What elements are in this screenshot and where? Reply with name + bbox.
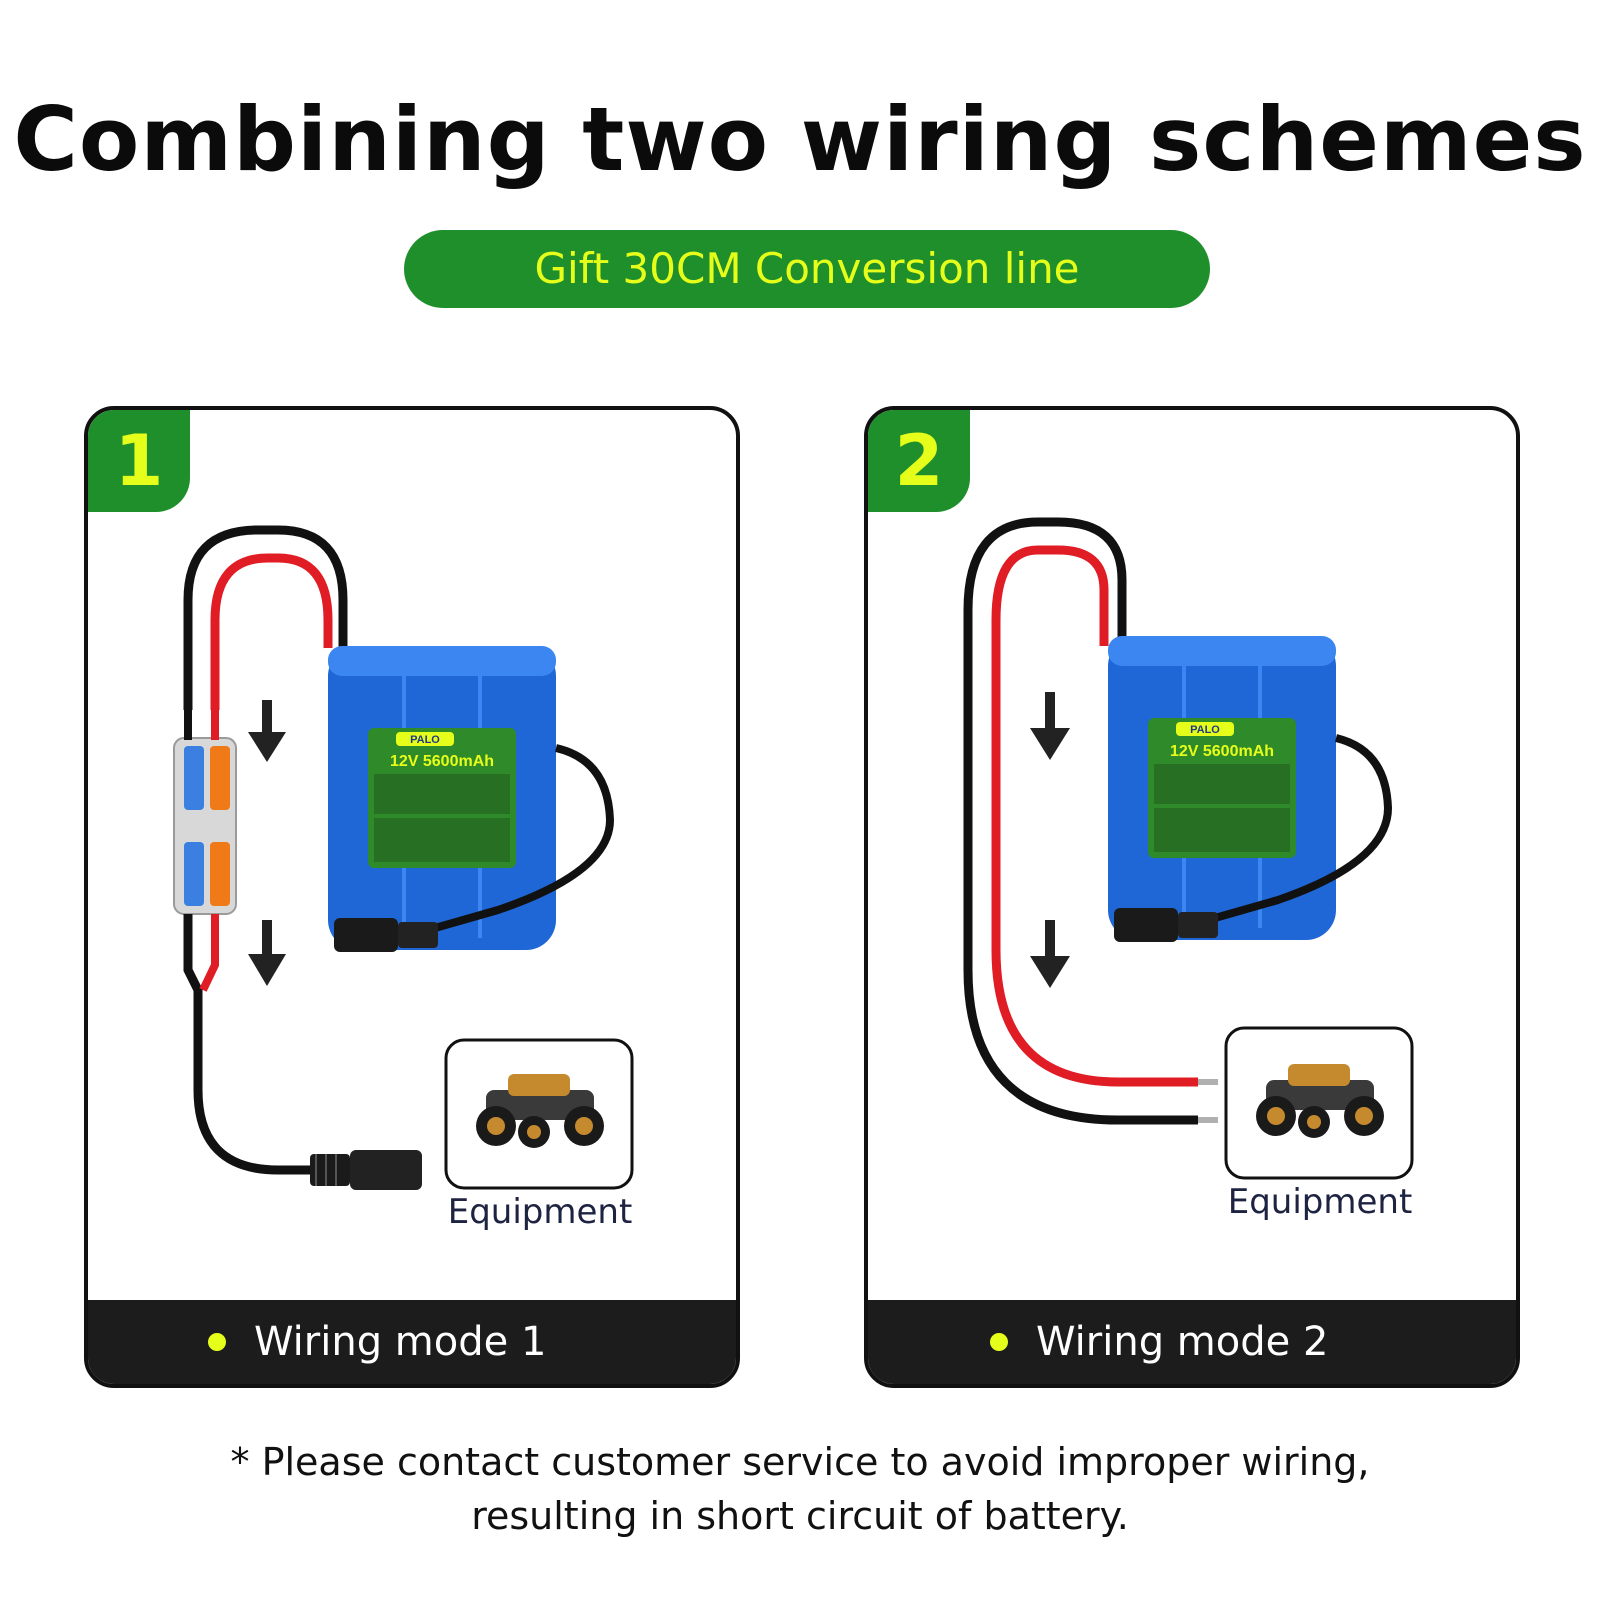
red-wire [991, 545, 1198, 1087]
page-title: Combining two wiring schemes [13, 88, 1587, 191]
rc-car-icon [1256, 1064, 1384, 1138]
svg-text:12V 5600mAh: 12V 5600mAh [1170, 743, 1274, 760]
dc-jack [1114, 908, 1218, 942]
dc-plug [310, 1150, 422, 1190]
wiring-mode-1-panel: PALO 12V 5600mAh 1 Equipment Wiring mode… [84, 406, 740, 1388]
gift-badge: Gift 30CM Conversion line [404, 230, 1210, 308]
mode-label: Wiring mode 2 [1036, 1319, 1329, 1365]
arrow-down-icon [248, 920, 286, 986]
mode-footer: Wiring mode 1 [88, 1300, 736, 1384]
black-wire [963, 517, 1198, 1125]
battery-pack: PALO 12V 5600mAh [328, 646, 556, 950]
step-number-badge: 1 [88, 410, 190, 512]
warning-note-line-2: resulting in short circuit of battery. [471, 1494, 1129, 1538]
equipment-label: Equipment [447, 1192, 633, 1232]
lever-connector [173, 710, 237, 915]
battery-pack: PALO 12V 5600mAh [1108, 636, 1336, 940]
wiring-diagram-1: PALO 12V 5600mAh [173, 525, 634, 1190]
arrow-down-icon [1030, 692, 1070, 760]
black-wire [183, 525, 348, 710]
lower-black-wire [183, 914, 313, 1175]
arrow-down-icon [1030, 920, 1070, 988]
svg-text:PALO: PALO [410, 734, 440, 746]
wiring-diagram-2: PALO 12V 5600mAh [963, 517, 1414, 1180]
battery-output-cable [1206, 734, 1393, 924]
wiring-mode-2-panel: PALO 12V 5600mAh 2 Equipment Wiring mode… [864, 406, 1520, 1388]
step-number-badge: 2 [868, 410, 970, 512]
battery-output-cable [426, 744, 615, 934]
svg-text:12V 5600mAh: 12V 5600mAh [390, 753, 494, 770]
bullet-icon [990, 1333, 1008, 1351]
equipment-label: Equipment [1227, 1182, 1413, 1222]
bullet-icon [208, 1333, 226, 1351]
warning-note-line-1: * Please contact customer service to avo… [230, 1440, 1370, 1484]
arrow-down-icon [248, 700, 286, 762]
red-wire [210, 553, 333, 710]
dc-jack [334, 918, 438, 952]
mode-label: Wiring mode 1 [254, 1319, 547, 1365]
svg-text:PALO: PALO [1190, 724, 1220, 736]
mode-footer: Wiring mode 2 [868, 1300, 1516, 1384]
rc-car-icon [476, 1074, 604, 1148]
lower-red-wire [199, 914, 219, 992]
